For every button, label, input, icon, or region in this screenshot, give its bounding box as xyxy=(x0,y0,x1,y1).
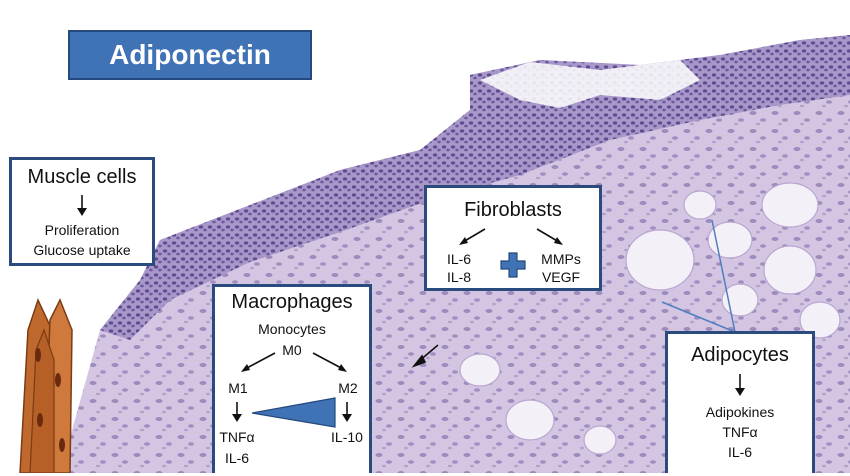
fibroblast-vegf: VEGF xyxy=(541,269,581,285)
adipocyte-il6: IL-6 xyxy=(727,444,753,460)
monocytes-label: Monocytes xyxy=(258,321,326,337)
m2-label: M2 xyxy=(338,380,358,396)
m0-label: M0 xyxy=(282,342,302,358)
plus-icon xyxy=(500,252,526,278)
m2-output-il10: IL-10 xyxy=(331,429,363,445)
adipocytes-box: Adipocytes Adipokines TNFα IL-6 xyxy=(665,331,815,473)
macrophages-box: Macrophages Monocytes M0 M1 M2 TNFα IL-6… xyxy=(212,284,372,473)
fibroblast-mmps: MMPs xyxy=(541,251,581,267)
macrophage-arrows xyxy=(232,352,352,428)
adipokines-label: Adipokines xyxy=(705,404,775,420)
gradient-wedge xyxy=(251,397,336,428)
title-banner: Adiponectin xyxy=(68,30,312,80)
adipocyte-leader-lines xyxy=(661,219,736,333)
surface-flap xyxy=(480,60,700,108)
m1-label: M1 xyxy=(228,380,248,396)
muscle-cells-box: Muscle cells Proliferation Glucose uptak… xyxy=(9,157,155,266)
fibroblast-arrows xyxy=(459,228,563,245)
tissue-pointer-arrow xyxy=(411,344,439,368)
m1-output-il6: IL-6 xyxy=(224,450,250,466)
muscle-cells-heading: Muscle cells xyxy=(27,166,137,188)
down-arrow-icon xyxy=(77,195,87,216)
down-arrow-icon xyxy=(735,374,745,396)
muscle-effect-proliferation: Proliferation xyxy=(44,222,120,238)
macrophages-heading: Macrophages xyxy=(231,291,353,313)
fibroblasts-box: Fibroblasts IL-6 IL-8 MMPs VEGF xyxy=(424,185,602,291)
adipocytes-heading: Adipocytes xyxy=(691,344,789,366)
fibroblast-il8: IL-8 xyxy=(446,269,472,285)
fibroblast-il6: IL-6 xyxy=(446,251,472,267)
muscle-fibers xyxy=(19,297,73,473)
adipocyte-tnfa: TNFα xyxy=(722,424,758,440)
fibroblasts-heading: Fibroblasts xyxy=(464,199,562,221)
muscle-effect-glucose: Glucose uptake xyxy=(33,242,131,258)
m1-output-tnfa: TNFα xyxy=(219,429,255,445)
adipocyte-vacuoles xyxy=(459,182,841,455)
